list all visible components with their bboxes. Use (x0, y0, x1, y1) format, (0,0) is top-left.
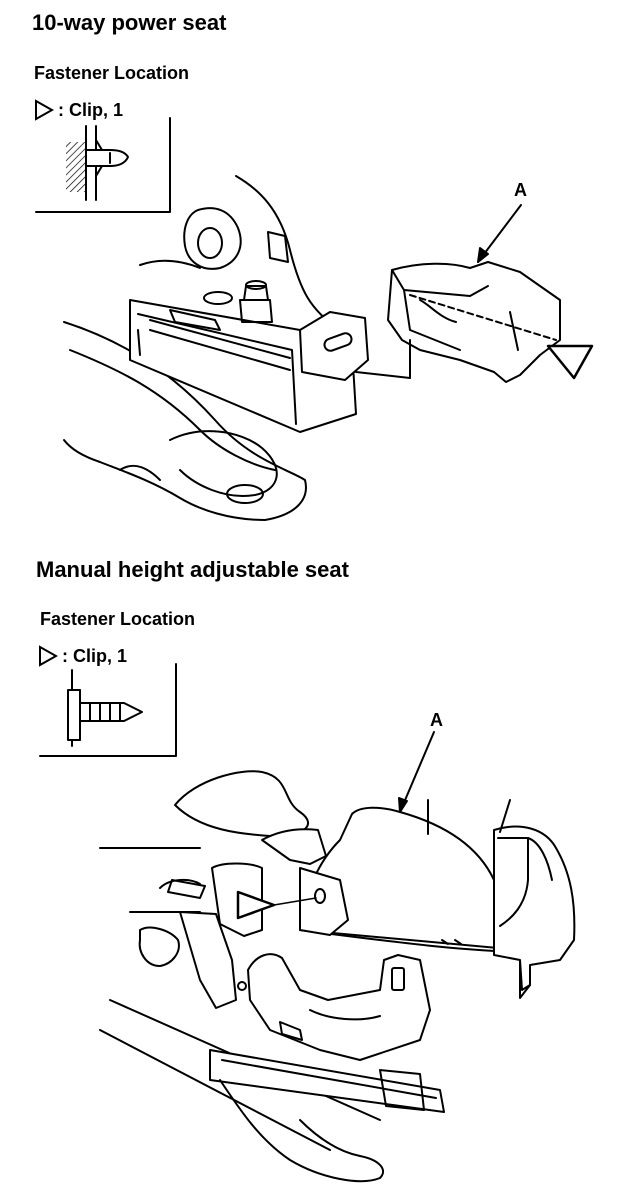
section-2-legend-label: : Clip, 1 (62, 645, 128, 666)
section-2-legend: : Clip, 1 (38, 645, 127, 667)
triangle-outline-icon (35, 99, 54, 121)
section-1-subtitle: Fastener Location (34, 63, 190, 83)
section-1-title: 10-way power seat (32, 10, 227, 35)
clip-icon (67, 669, 143, 747)
clip-inset-2 (39, 663, 177, 757)
section-2-subtitle: Fastener Location (40, 609, 196, 629)
clip-inset-1 (35, 117, 171, 213)
clip-icon (66, 125, 129, 201)
section-1-callout-a: A (514, 180, 527, 200)
section-1-legend-label: : Clip, 1 (58, 99, 124, 120)
power-seat-track-drawing (63, 175, 594, 521)
triangle-outline-icon (39, 645, 58, 667)
section-1-legend: : Clip, 1 (34, 99, 123, 121)
section-2-callout-a: A (430, 710, 443, 730)
manual-seat-drawing (99, 731, 576, 1183)
section-2-title: Manual height adjustable seat (36, 557, 349, 582)
